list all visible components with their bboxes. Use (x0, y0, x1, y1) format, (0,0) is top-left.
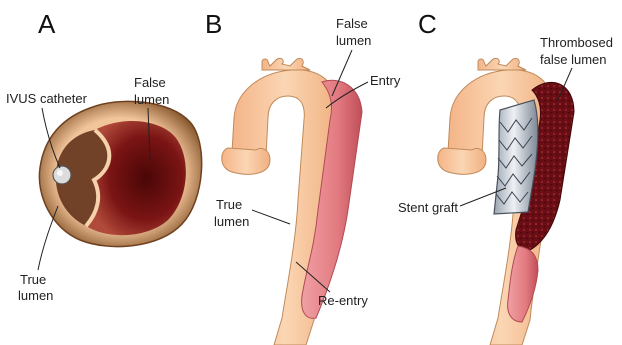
label-b-true-line2: lumen (214, 214, 249, 229)
panel-a-letter: A (38, 9, 56, 39)
label-b-true-line1: True (216, 197, 242, 212)
arch-branches-c (478, 58, 526, 70)
label-c-stent-graft: Stent graft (398, 200, 458, 215)
panel-a: A IVUS catheter False lumen True lumen (6, 9, 202, 303)
label-ivus-catheter: IVUS catheter (6, 91, 88, 106)
label-a-true-line1: True (20, 272, 46, 287)
aortic-root-b (222, 148, 270, 174)
label-a-false-line2: lumen (134, 92, 169, 107)
label-b-false-line1: False (336, 16, 368, 31)
panel-b-letter: B (205, 9, 222, 39)
label-a-false-line1: False (134, 75, 166, 90)
ivus-highlight (57, 170, 63, 176)
panel-c: C Thrombosed false lumen Stent graft (398, 9, 613, 345)
label-a-true-line2: lumen (18, 288, 53, 303)
label-b-entry: Entry (370, 73, 401, 88)
leader-b-true (252, 210, 290, 224)
arch-branches-b (262, 58, 310, 70)
aortic-root-c (438, 148, 486, 174)
label-b-false-line2: lumen (336, 33, 371, 48)
label-c-thrombosed-line2: false lumen (540, 52, 606, 67)
label-b-reentry: Re-entry (318, 293, 368, 308)
panel-c-letter: C (418, 9, 437, 39)
panel-b: B False lumen Entry True lumen Re-entry (205, 9, 401, 345)
label-c-thrombosed-line1: Thrombosed (540, 35, 613, 50)
